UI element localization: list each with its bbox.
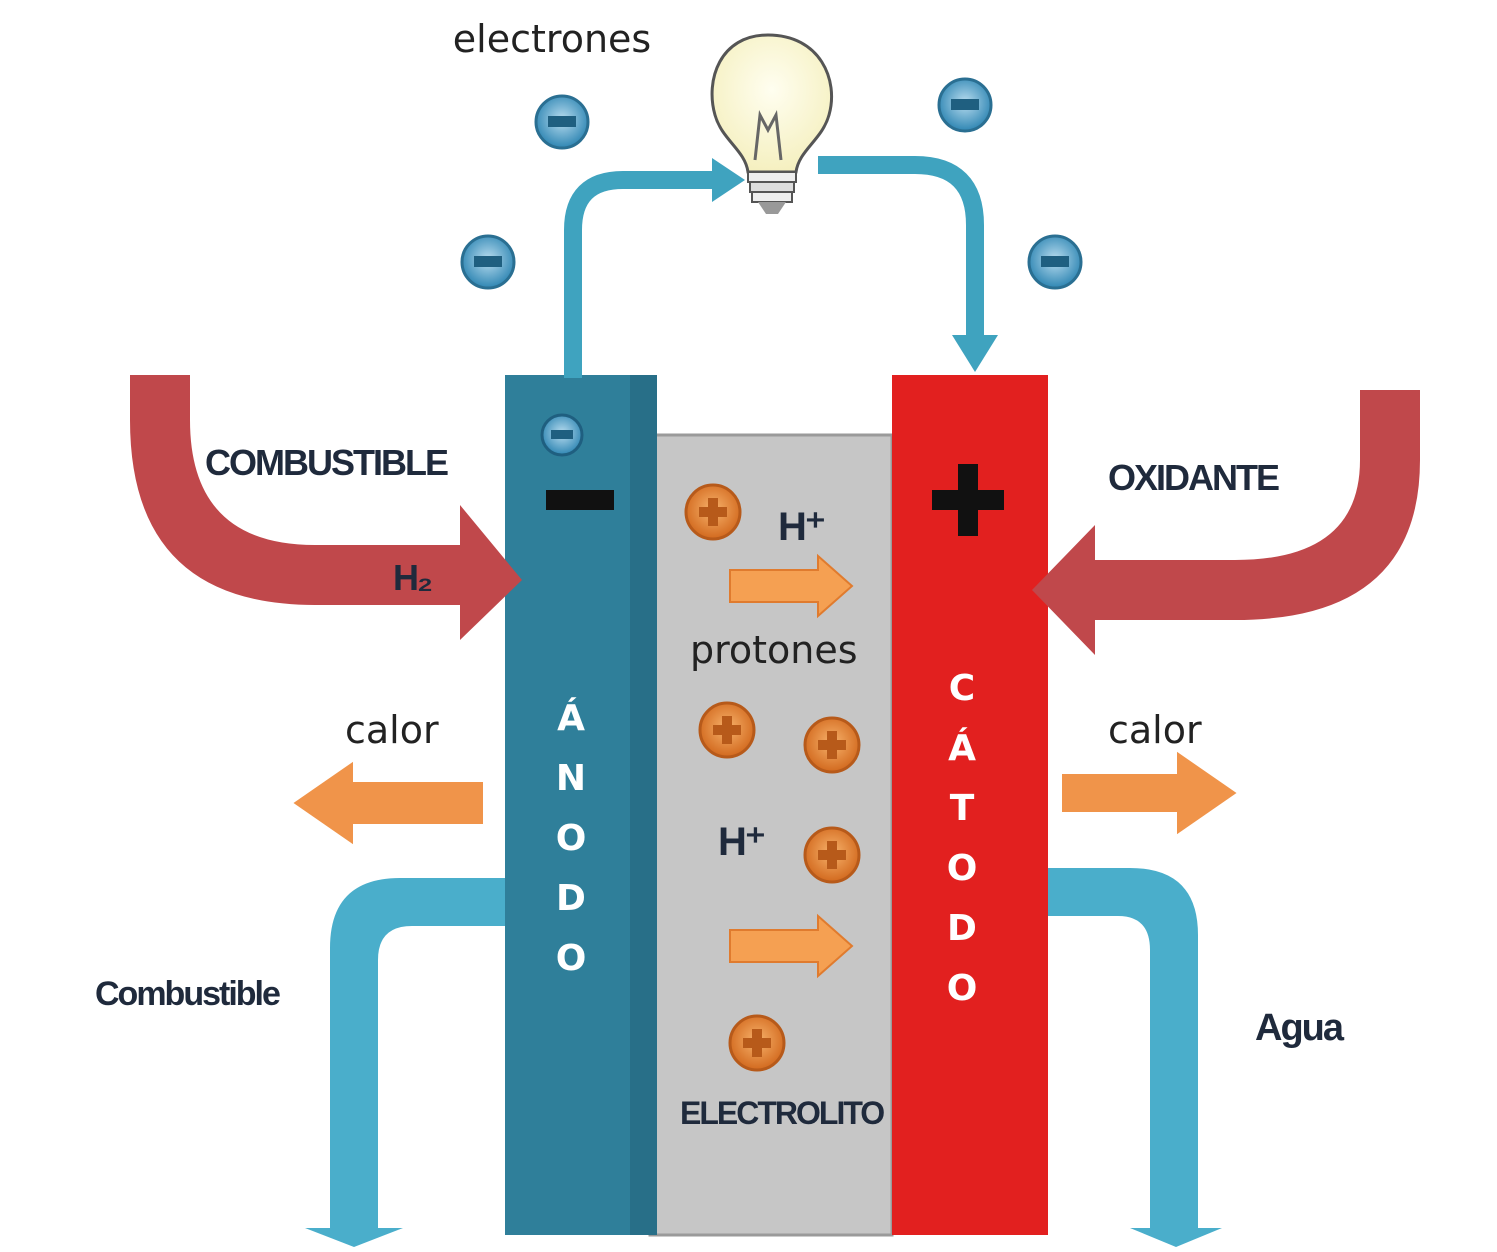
electron-minus-icon [937,77,993,133]
proton-plus-icon [698,701,756,759]
combustible-output-label: Combustible [95,975,280,1013]
proton-flow-arrow [729,913,854,979]
heat-output-arrow-left [286,754,487,852]
anodo-vertical-label: Á N O D O [556,697,587,979]
proton-plus-icon [803,716,861,774]
proton-plus-icon [684,483,742,541]
water-output-pipe [1048,868,1222,1247]
catodo-letter: T [950,788,975,829]
electron-minus-icon [1027,234,1083,290]
catodo-letter: D [947,908,977,949]
anodo-letter: O [556,938,587,979]
h-plus-top-label: H⁺ [778,505,825,549]
catodo-vertical-label: C Á T O D O [947,668,978,1009]
catodo-letter: O [947,968,978,1009]
electrolito-label: ELECTROLITO [680,1095,884,1131]
anodo-letter: N [556,758,586,799]
catodo-letter: Á [948,727,976,769]
oxidante-label: OXIDANTE [1108,457,1279,498]
light-bulb-icon [710,33,834,214]
heat-output-arrow-right [1058,744,1244,842]
h2-label: H₂ [393,557,432,598]
circuit-wire-anode [564,171,715,378]
electron-minus-icon [540,413,584,457]
electron-minus-icon [534,94,590,150]
anodo-letter: Á [557,697,585,739]
fuel-output-pipe [305,878,505,1247]
anodo-letter: D [556,878,586,919]
fuel-input-arrow [130,375,522,640]
catodo-letter: C [949,668,975,709]
h-plus-mid-label: H⁺ [718,820,765,864]
circuit-arrowhead-right [712,158,745,202]
proton-plus-icon [728,1014,786,1072]
anode-shade [630,375,657,1235]
anode-minus-sign [546,490,614,510]
proton-flow-arrow [729,553,854,619]
calor-left-label: calor [345,708,439,752]
cathode-plus-sign [932,464,1004,536]
electron-minus-icon [460,234,516,290]
circuit-wire-cathode [818,156,984,340]
agua-label: Agua [1255,1007,1345,1049]
electrones-label: electrones [453,17,651,61]
circuit-arrowhead-down [952,335,998,372]
anodo-letter: O [556,818,587,859]
calor-right-label: calor [1108,708,1202,752]
oxidant-input-arrow [1032,390,1420,655]
catodo-letter: O [947,848,978,889]
protones-label: protones [690,628,858,672]
combustible-input-label: COMBUSTIBLE [205,442,448,483]
proton-plus-icon [803,826,861,884]
